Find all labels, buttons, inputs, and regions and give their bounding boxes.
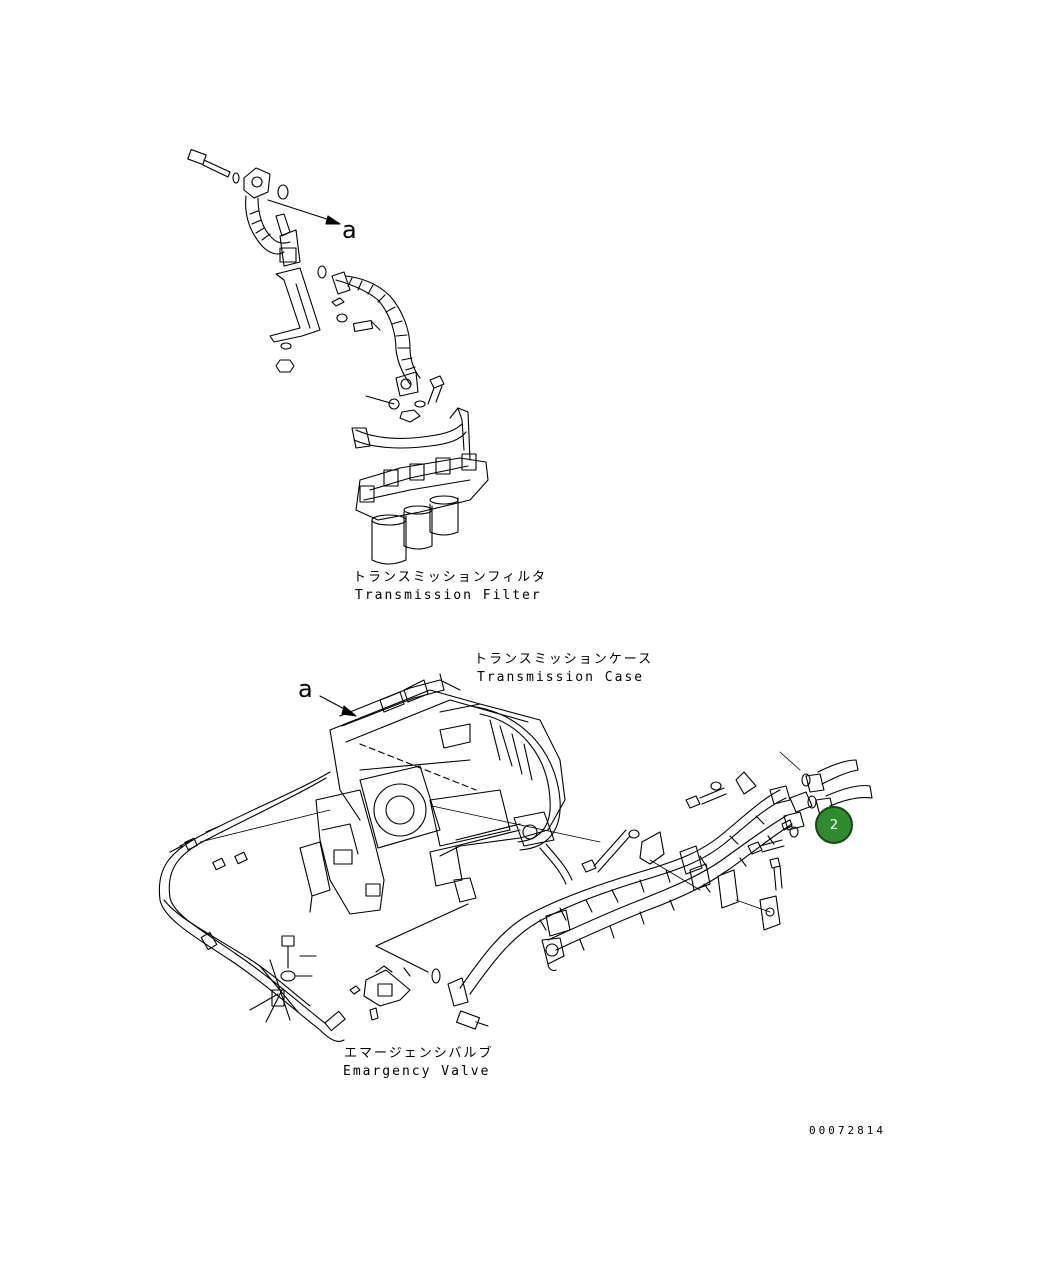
- mid-fittings: [331, 297, 445, 423]
- label-transmission-case-en: Transmission Case: [477, 670, 645, 685]
- lower-flange-bolt: [447, 977, 489, 1030]
- transmission-filter-unit: [355, 453, 489, 565]
- case-top-pipes: [339, 673, 461, 727]
- arrow-to-a-case: [319, 695, 357, 717]
- bolts-and-clips: [581, 771, 785, 931]
- emergency-valve: [349, 903, 469, 1021]
- filter-head-pipe: [351, 407, 471, 461]
- marker-a-top: a: [342, 216, 357, 244]
- long-hose-pair: [459, 789, 793, 995]
- right-fittings: [769, 751, 873, 838]
- part-callout-2[interactable]: 2: [815, 806, 853, 844]
- arrow-to-a-top: [267, 199, 341, 225]
- case-side-pipe: [431, 805, 601, 885]
- marker-a-case: a: [298, 675, 313, 703]
- label-emergency-valve-jp: エマージェンシバルブ: [344, 1046, 494, 1061]
- drawing-number: 00072814: [809, 1124, 886, 1137]
- label-transmission-filter-en: Transmission Filter: [355, 588, 542, 603]
- transmission-case-body: [299, 689, 566, 915]
- clamp-cluster: [249, 935, 317, 1023]
- label-transmission-case-jp: トランスミッションケース: [474, 652, 654, 667]
- top-bracket: [269, 265, 327, 373]
- top-bolt: [187, 149, 240, 184]
- upper-hose: [245, 195, 301, 267]
- label-transmission-filter-jp: トランスミッションフィルタ: [353, 570, 548, 585]
- mid-hose: [331, 271, 421, 397]
- long-hydraulic-line: [158, 771, 346, 1043]
- top-flange-elbow: [243, 167, 289, 200]
- label-emergency-valve-en: Emargency Valve: [343, 1064, 491, 1079]
